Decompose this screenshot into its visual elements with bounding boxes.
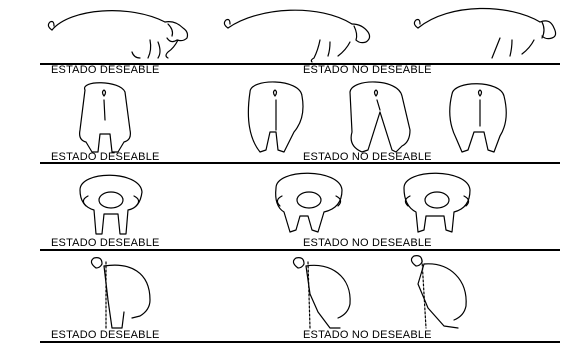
pig-side-view-undesirable-1: [224, 10, 369, 62]
pig-side-view-desirable: [48, 11, 187, 58]
pig-rear-view-undesirable-1: [248, 82, 303, 152]
row3-desirable-label: ESTADO DESEABLE: [51, 237, 160, 249]
row-divider-4: [40, 341, 560, 343]
row-divider-3: [40, 249, 560, 251]
pig-hind-profile-undesirable-1: [293, 258, 350, 328]
row3-undesirable-label: ESTADO NO DESEABLE: [303, 237, 432, 249]
row2-desirable-label: ESTADO DESEABLE: [51, 151, 160, 163]
pig-front-view-undesirable-2: [404, 173, 470, 232]
pig-hind-profile-desirable: [91, 258, 150, 328]
row1-undesirable-label: ESTADO NO DESEABLE: [303, 64, 432, 76]
row1-desirable-label: ESTADO DESEABLE: [51, 64, 160, 76]
row2-undesirable-label: ESTADO NO DESEABLE: [303, 151, 432, 163]
pig-rear-view-undesirable-2: [350, 82, 410, 152]
pig-front-view-undesirable-1: [276, 173, 342, 232]
pig-rear-view-desirable: [80, 83, 131, 152]
pig-side-view-undesirable-2: [414, 8, 555, 58]
pig-hind-profile-undesirable-2: [411, 256, 466, 328]
pig-rear-view-undesirable-3: [450, 84, 507, 152]
row4-desirable-label: ESTADO DESEABLE: [51, 329, 160, 341]
pig-front-view-desirable: [80, 175, 142, 234]
row4-undesirable-label: ESTADO NO DESEABLE: [303, 329, 432, 341]
